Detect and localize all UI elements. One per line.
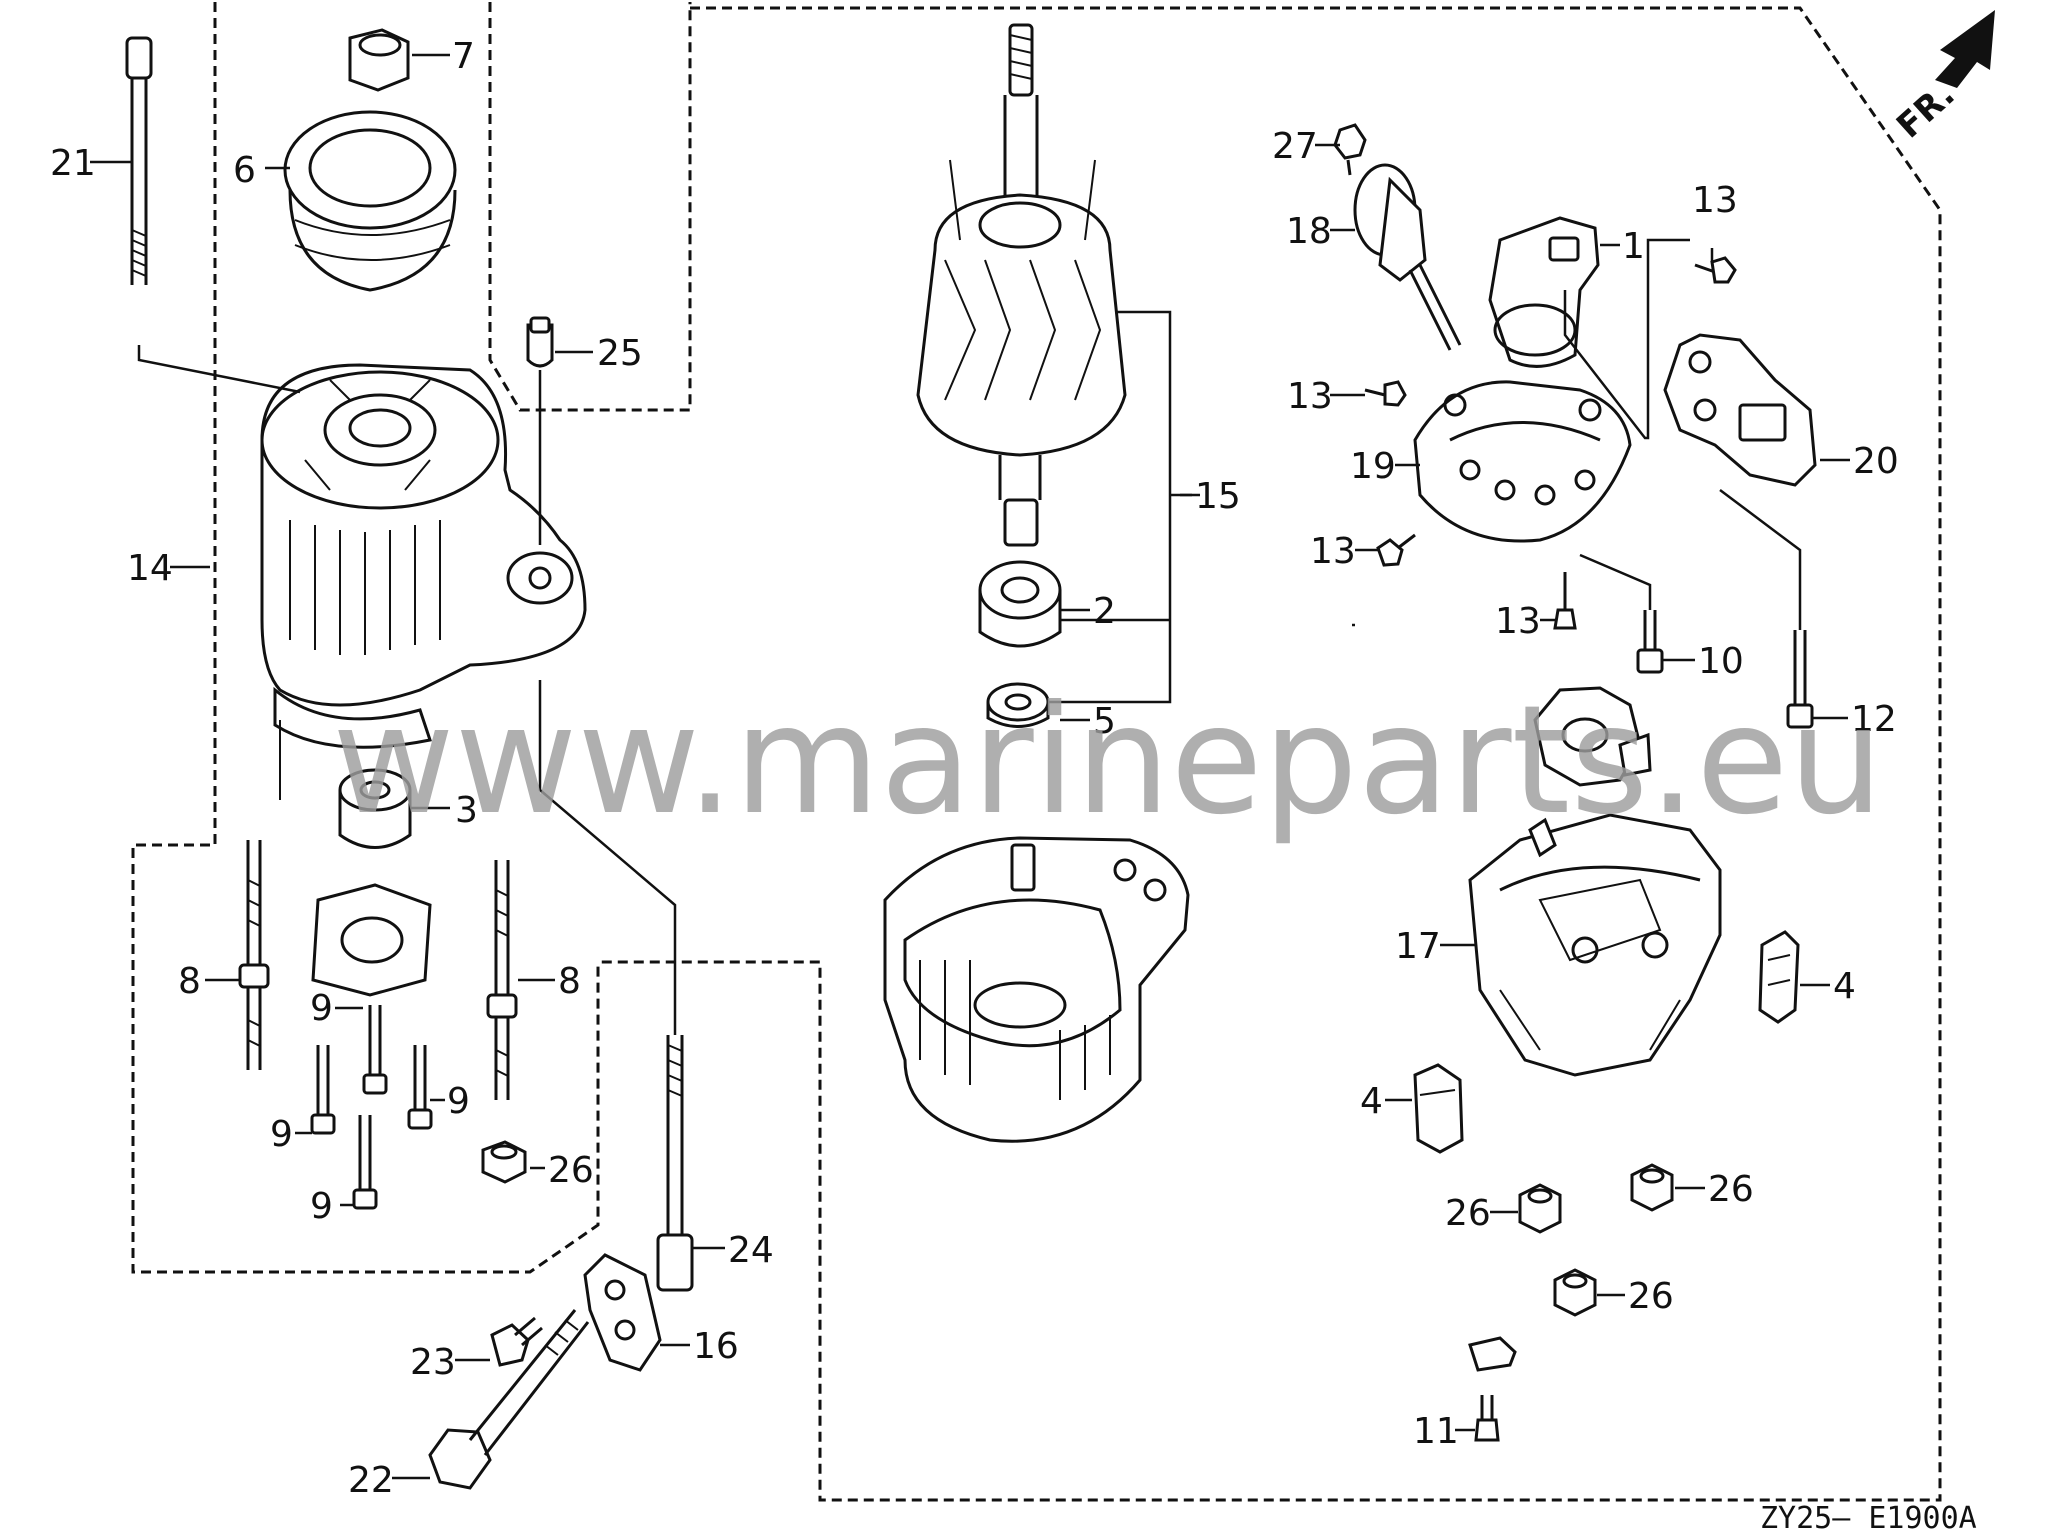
spacer-5: [986, 682, 1050, 728]
alternator-housing: [260, 363, 587, 800]
rear-cover-17: [1468, 813, 1722, 1077]
callout-2: 2: [1093, 591, 1116, 632]
callout-19: 19: [1350, 446, 1396, 487]
nuts-26-right: [1518, 1163, 1674, 1317]
callout-8-right: 8: [558, 961, 581, 1002]
through-bolt-21: [125, 36, 301, 394]
bolt-23: [490, 1316, 543, 1367]
regulator-1: [1488, 216, 1600, 368]
screw-12: [1719, 489, 1814, 729]
callout-11: 11: [1413, 1411, 1459, 1452]
mounting-plate: [311, 883, 432, 997]
callout-22: 22: [348, 1460, 394, 1501]
callout-26-a: 26: [1445, 1193, 1491, 1234]
callout-6: 6: [233, 150, 256, 191]
stud-bolt-8-left: [238, 840, 270, 1070]
callout-13-d: 13: [1495, 601, 1541, 642]
screw-27: [1333, 123, 1367, 176]
regulator-leader-lines: [1563, 238, 1690, 440]
callout-23: 23: [410, 1342, 456, 1383]
bracket-plate-20: [1663, 333, 1817, 487]
callout-10: 10: [1698, 641, 1744, 682]
callout-26-left: 26: [548, 1150, 594, 1191]
group-outlines: [131, 2, 1942, 1502]
callout-13-c: 13: [1310, 531, 1356, 572]
callout-25: 25: [597, 333, 643, 374]
callout-13-b: 13: [1287, 376, 1333, 417]
callout-13-a: 13: [1692, 180, 1738, 221]
callout-14: 14: [127, 548, 173, 589]
callout-18: 18: [1286, 211, 1332, 252]
callout-24: 24: [728, 1230, 774, 1271]
callout-9-b: 9: [270, 1114, 293, 1155]
callout-7: 7: [452, 36, 475, 77]
callout-17: 17: [1395, 926, 1441, 967]
callout-1: 1: [1622, 226, 1645, 267]
callout-26-c: 26: [1628, 1276, 1674, 1317]
nut-26-left: [481, 1140, 527, 1184]
callout-27: 27: [1272, 126, 1318, 167]
watermark-text: www.marineparts.eu: [332, 674, 1884, 848]
callout-20: 20: [1853, 441, 1899, 482]
callout-4-left: 4: [1360, 1081, 1383, 1122]
callout-numbers: 21 7 6 25 14 3 8 8 9 9 9 9 26 24 16 23 2…: [50, 36, 1899, 1501]
bearing-2: [978, 560, 1062, 648]
screws-13: [1364, 256, 1737, 630]
clip-4-left: [1413, 1063, 1464, 1154]
callout-21: 21: [50, 143, 96, 184]
callout-leaders: [90, 53, 1850, 1480]
rear-housing: [883, 836, 1190, 1143]
bearing-3: [338, 768, 412, 849]
pulley-6: [265, 110, 457, 292]
callout-9-d: 9: [310, 1186, 333, 1227]
front-direction-arrow: FR.: [1889, 10, 1995, 146]
bolt-22: [428, 1309, 590, 1490]
callout-3: 3: [455, 790, 478, 831]
screw-10: [1579, 553, 1664, 674]
callout-15: 15: [1195, 476, 1241, 517]
callout-9-c: 9: [447, 1081, 470, 1122]
plug-25: [526, 316, 554, 545]
callout-5: 5: [1093, 701, 1116, 742]
callout-12: 12: [1851, 699, 1897, 740]
drawing-code: ZY25– E1900A: [1760, 1501, 1977, 1534]
terminal-insulator: [1533, 686, 1652, 787]
callout-9-a: 9: [310, 988, 333, 1029]
callout-4-right: 4: [1833, 966, 1856, 1007]
brush-holder-18: [1353, 163, 1462, 351]
clip-4-right: [1758, 930, 1800, 1024]
pulley-nut-7: [348, 28, 410, 92]
stud-bolt-8-right: [486, 860, 518, 1100]
bolt-24: [538, 680, 694, 1292]
screw-11: [1468, 1336, 1517, 1442]
rotor-assembly-15: [916, 23, 1127, 547]
callout-26-b: 26: [1708, 1169, 1754, 1210]
callout-8-left: 8: [178, 961, 201, 1002]
screws-9: [310, 1005, 433, 1210]
callout-16: 16: [693, 1326, 739, 1367]
rectifier-19: [1413, 380, 1632, 543]
bracket-16: [583, 1253, 662, 1372]
